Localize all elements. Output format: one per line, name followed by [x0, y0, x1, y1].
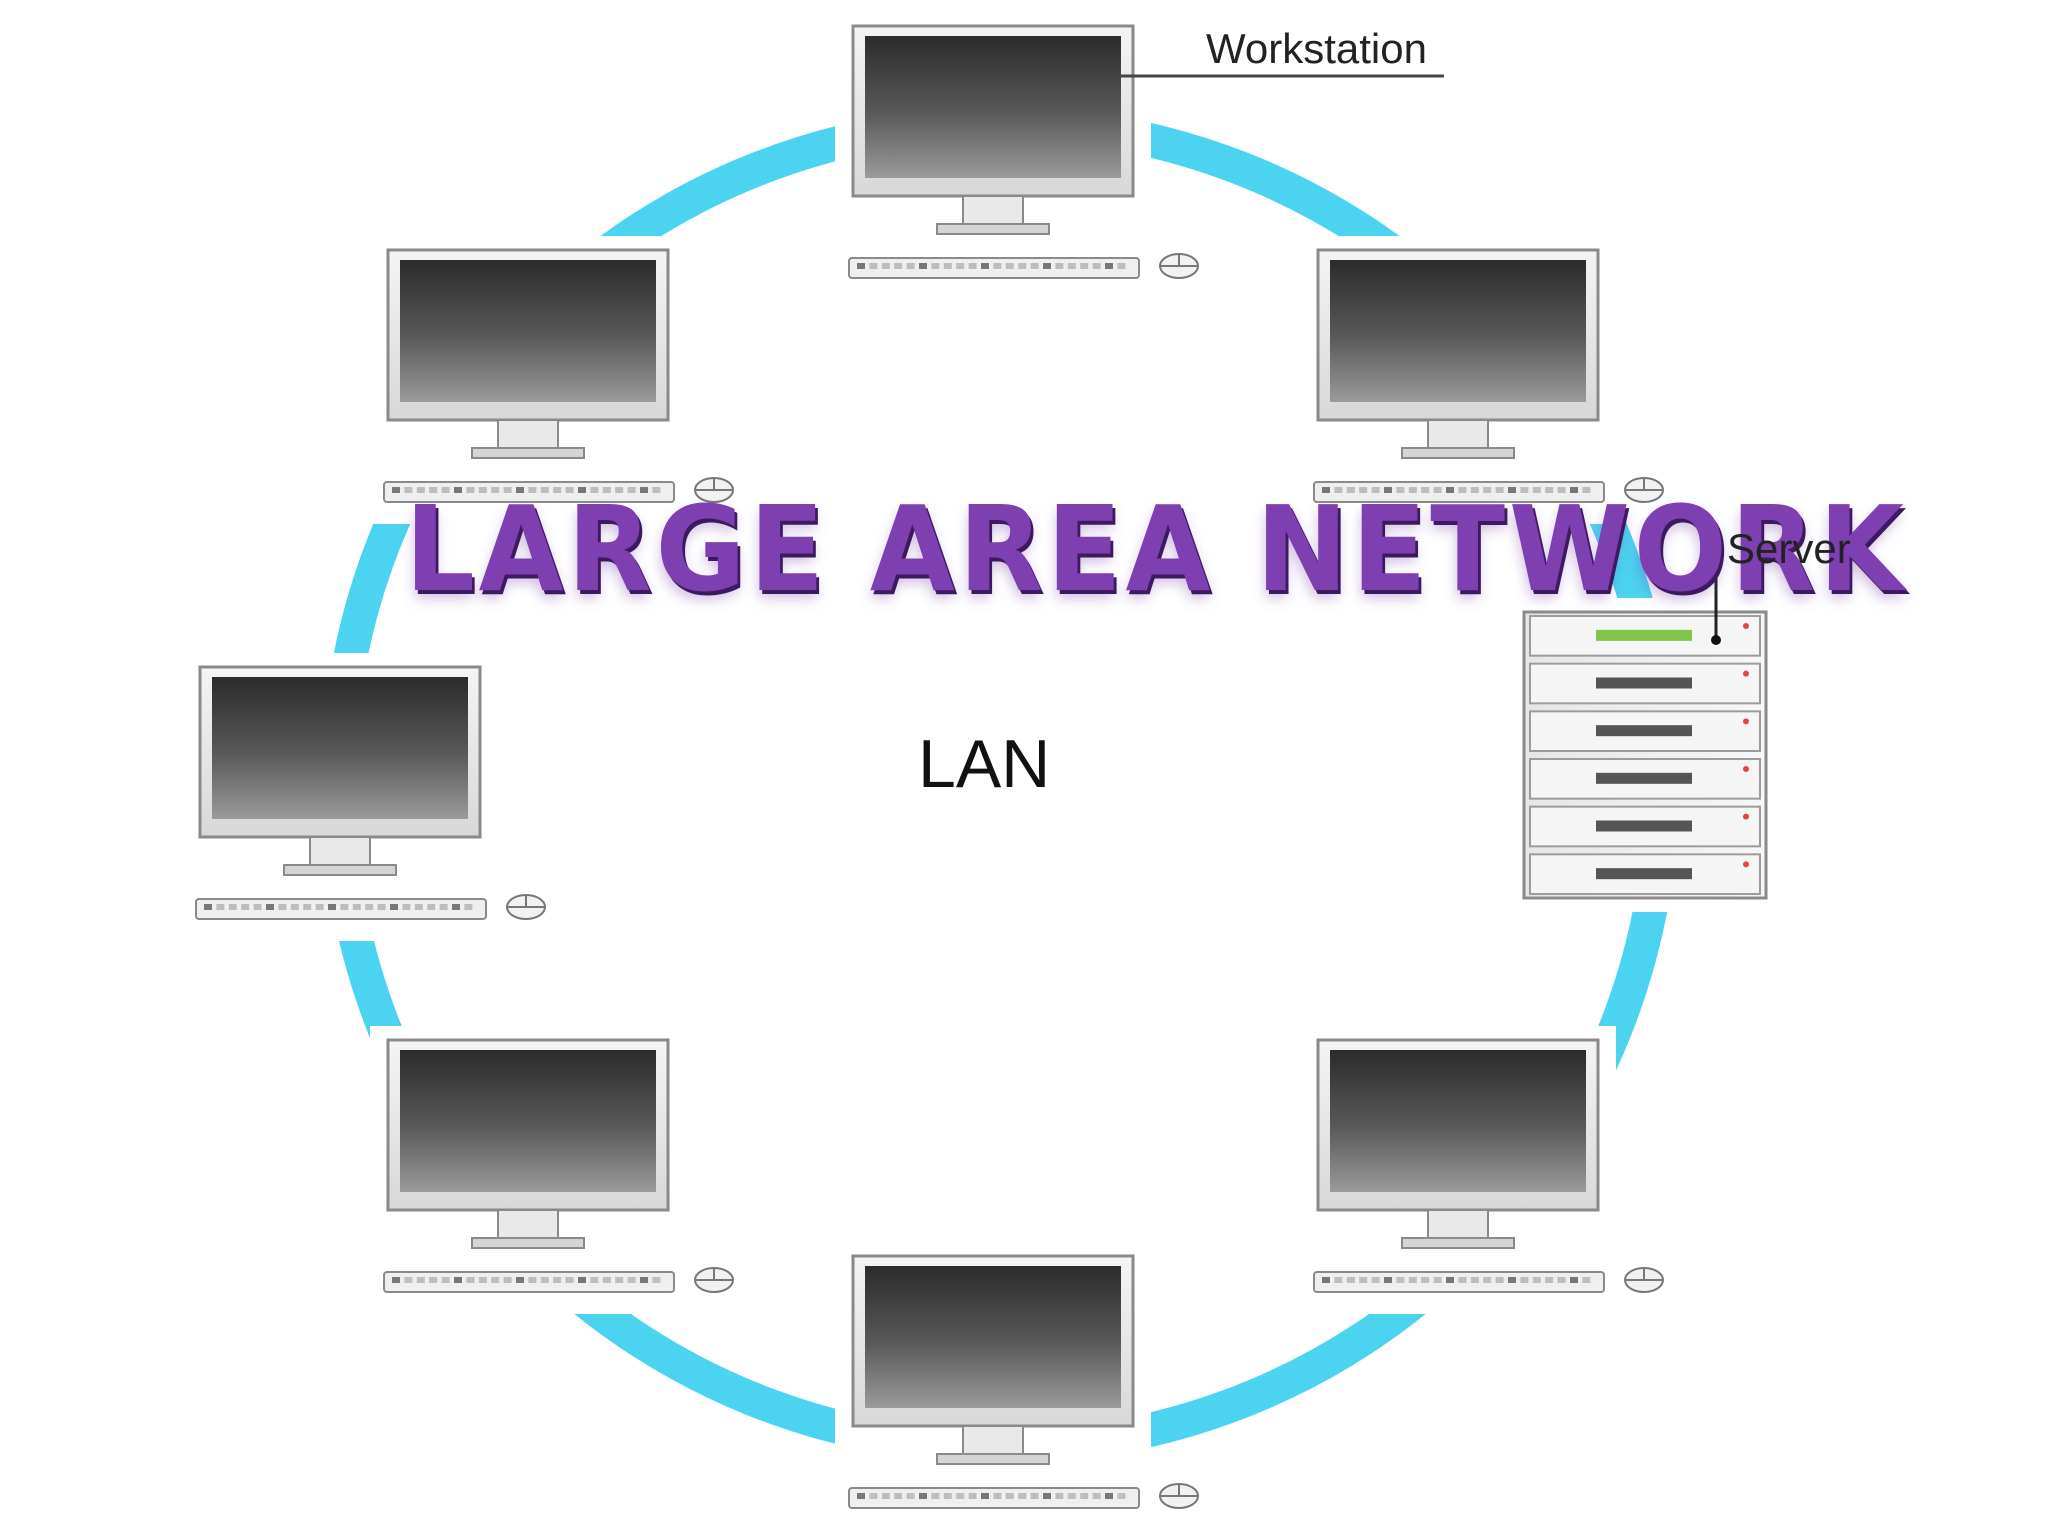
lan-label: LAN: [918, 726, 1051, 802]
keyboard-icon: [195, 898, 487, 920]
workstation-left: [182, 653, 568, 941]
mouse-icon: [506, 894, 546, 920]
monitor-stand: [497, 419, 559, 451]
monitor-screen: [400, 1050, 656, 1192]
server-callout-dot: [1711, 635, 1721, 645]
workstation-label: Workstation: [1206, 25, 1427, 72]
workstation-lower-left: [370, 1026, 756, 1314]
workstation-top: [835, 12, 1221, 300]
server-led: [1743, 766, 1749, 772]
diagram-title: LARGE AREA NETWORK: [405, 480, 1908, 618]
server-led: [1743, 813, 1749, 820]
monitor-stand: [309, 836, 371, 868]
monitor-base: [471, 447, 585, 459]
monitor-base: [1401, 447, 1515, 459]
monitor-base: [1401, 1237, 1515, 1249]
mouse-icon: [694, 477, 734, 503]
monitor-stand: [1427, 1209, 1489, 1241]
server-bay: [1529, 662, 1761, 705]
monitor-screen: [1330, 1050, 1586, 1192]
server-chassis: [1522, 610, 1768, 900]
server-led: [1743, 718, 1749, 725]
server-drive-slot: [1596, 677, 1692, 689]
server-bay: [1529, 758, 1761, 800]
server-led: [1743, 670, 1749, 677]
server-bay: [1529, 710, 1761, 752]
monitor-screen: [865, 1266, 1121, 1408]
server-bay: [1529, 615, 1761, 657]
workstation-bottom: [835, 1242, 1221, 1530]
monitor-stand: [962, 1425, 1024, 1457]
keyboard-icon: [848, 1487, 1140, 1509]
workstation-upper-right: [1300, 236, 1686, 524]
server-led: [1743, 623, 1749, 629]
mouse-icon: [1159, 253, 1199, 279]
server-drive-slot: [1596, 725, 1692, 737]
server-drive-slot: [1596, 772, 1692, 784]
keyboard-icon: [383, 1271, 675, 1293]
server-bay: [1529, 805, 1761, 848]
server-led: [1743, 861, 1749, 868]
monitor-screen: [1330, 260, 1586, 402]
server-bay: [1529, 853, 1761, 895]
keyboard-icon: [1313, 481, 1605, 503]
monitor-screen: [212, 677, 468, 819]
keyboard-icon: [848, 257, 1140, 279]
server-icon: [1508, 598, 1782, 912]
mouse-icon: [1624, 477, 1664, 503]
mouse-icon: [694, 1267, 734, 1293]
monitor-stand: [497, 1209, 559, 1241]
monitor-base: [283, 864, 397, 876]
monitor-stand: [962, 195, 1024, 227]
monitor-base: [936, 1453, 1050, 1465]
monitor-screen: [865, 36, 1121, 178]
server-drive-slot: [1596, 868, 1692, 880]
workstation-upper-left: [370, 236, 756, 524]
monitor-base: [936, 223, 1050, 235]
monitor-base: [471, 1237, 585, 1249]
workstation-lower-right: [1300, 1026, 1686, 1314]
mouse-icon: [1159, 1483, 1199, 1509]
keyboard-icon: [383, 481, 675, 503]
server-label: Server: [1727, 525, 1851, 572]
monitor-screen: [400, 260, 656, 402]
keyboard-icon: [1313, 1271, 1605, 1293]
server-status-bar: [1596, 629, 1692, 641]
mouse-icon: [1624, 1267, 1664, 1293]
monitor-stand: [1427, 419, 1489, 451]
server-drive-slot: [1596, 820, 1692, 832]
